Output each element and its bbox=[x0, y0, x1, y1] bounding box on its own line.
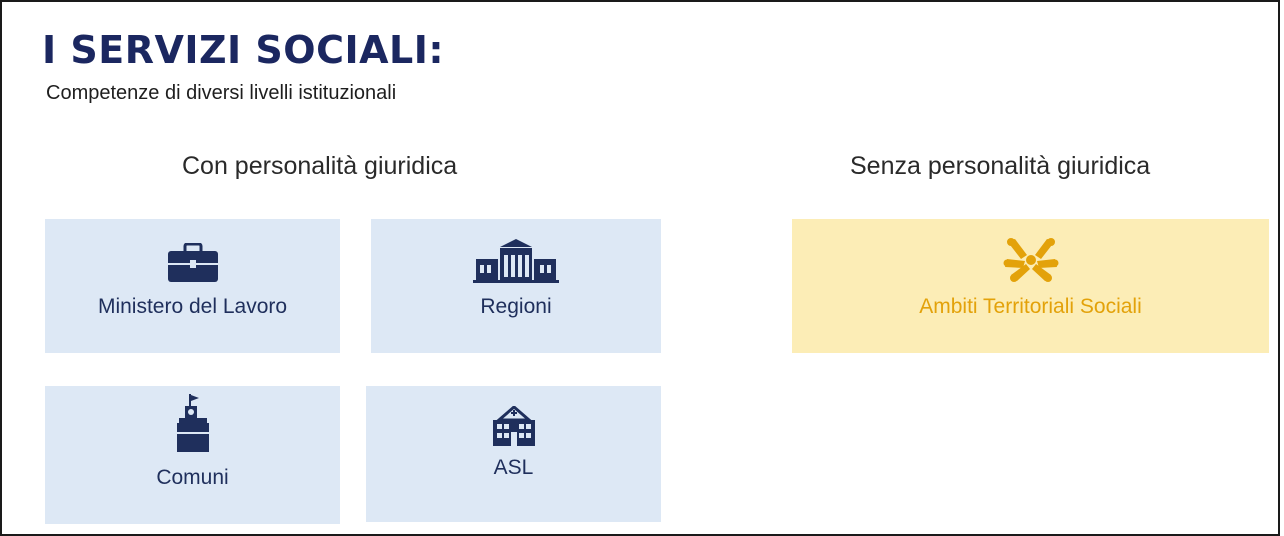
joined-hands-icon bbox=[1003, 237, 1059, 283]
government-building-icon bbox=[473, 237, 559, 283]
section-heading-no-legal-entity: Senza personalità giuridica bbox=[850, 152, 1151, 180]
card-comuni[interactable]: Comuni bbox=[45, 386, 340, 524]
card-ambiti-territoriali-sociali[interactable]: Ambiti Territoriali Sociali bbox=[792, 219, 1269, 353]
briefcase-icon bbox=[167, 237, 219, 283]
card-ministero-del-lavoro[interactable]: Ministero del Lavoro bbox=[45, 219, 340, 353]
hospital-icon bbox=[491, 400, 537, 446]
card-label: Regioni bbox=[480, 295, 552, 318]
page-subtitle: Competenze di diversi livelli istituzion… bbox=[46, 82, 397, 104]
section-heading-legal-entity: Con personalità giuridica bbox=[182, 152, 458, 180]
card-regioni[interactable]: Regioni bbox=[371, 219, 661, 353]
card-label: Ambiti Territoriali Sociali bbox=[919, 295, 1142, 318]
town-hall-tower-icon bbox=[171, 394, 215, 452]
card-label: ASL bbox=[493, 456, 534, 479]
page-title: I SERVIZI SOCIALI: bbox=[42, 28, 445, 72]
card-asl[interactable]: ASL bbox=[366, 386, 661, 522]
card-label: Ministero del Lavoro bbox=[97, 295, 288, 318]
card-label: Comuni bbox=[156, 466, 229, 489]
